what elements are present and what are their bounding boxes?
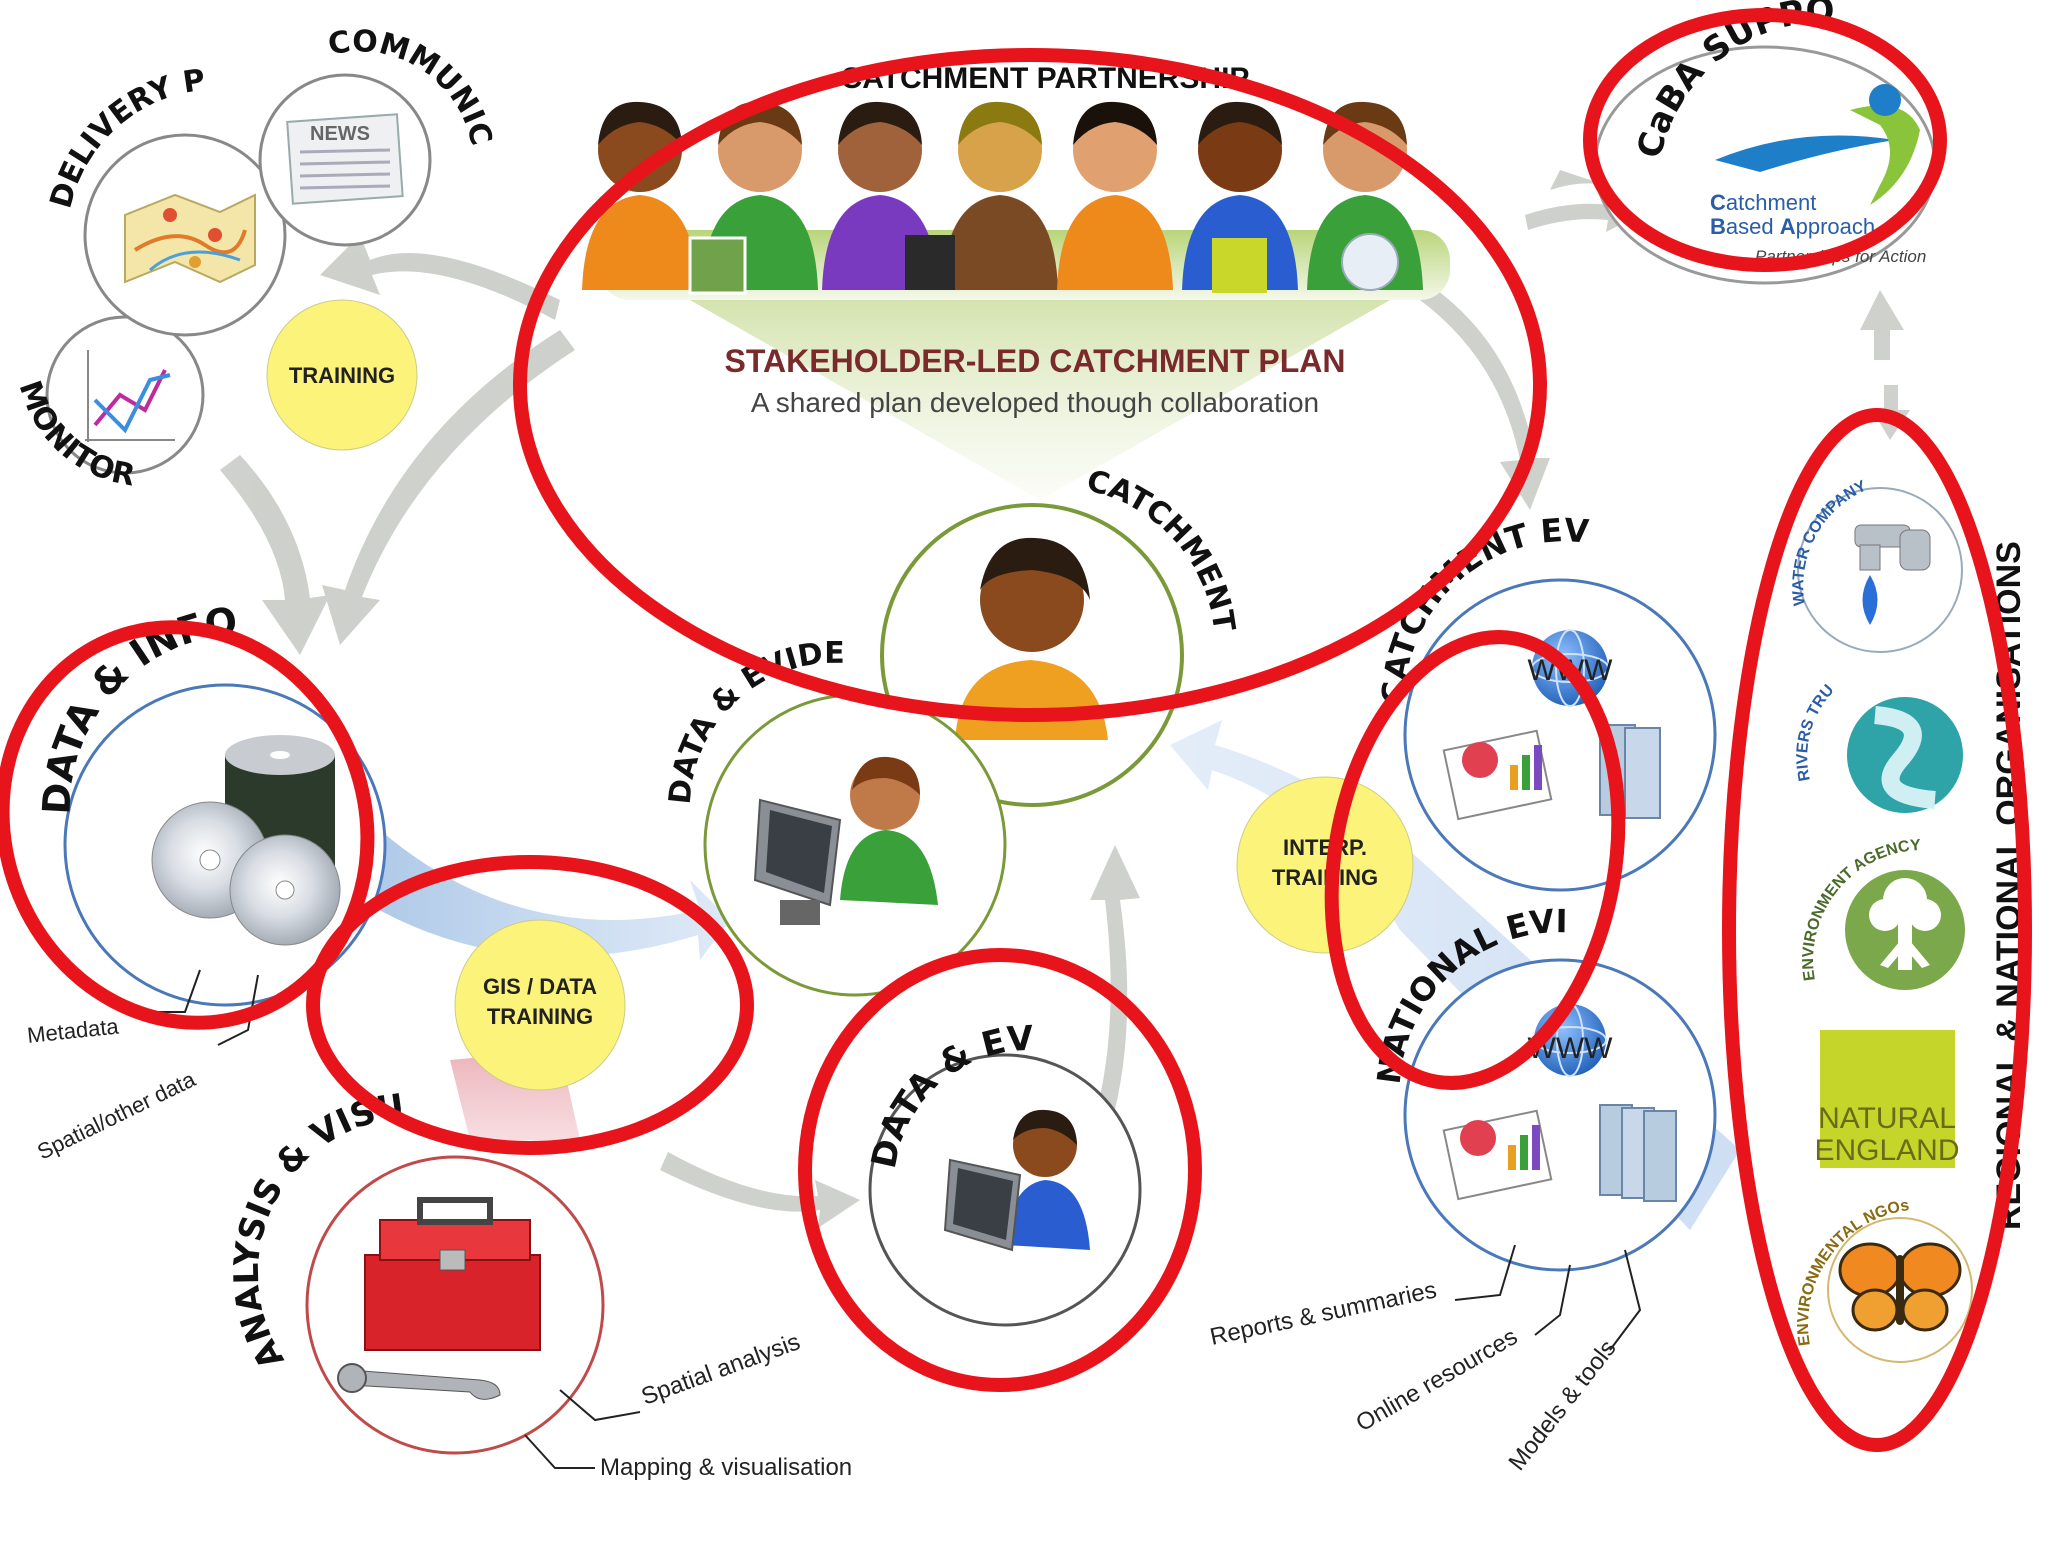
rivers-trust-node xyxy=(1847,697,1963,813)
gis-training-badge: GIS / DATA TRAINING xyxy=(454,919,626,1091)
computer-user-icon xyxy=(753,756,938,925)
svg-text:ENGLAND: ENGLAND xyxy=(1814,1134,1959,1167)
highlight-partnership xyxy=(513,48,1547,722)
globe-2-icon: WWW xyxy=(1528,1003,1613,1077)
data-flow-band xyxy=(370,830,730,960)
svg-text:NEWS: NEWS xyxy=(310,123,370,145)
environment-agency-node xyxy=(1845,870,1965,990)
svg-text:GIS / DATA: GIS / DATA xyxy=(483,974,597,999)
national-evidence-node: WWW xyxy=(1403,958,1717,1272)
line-chart-icon xyxy=(85,350,175,442)
map-icon xyxy=(124,193,256,284)
national-callouts xyxy=(1454,1244,1642,1351)
newspaper-icon: NEWS xyxy=(286,113,404,205)
svg-text:Based Approach: Based Approach xyxy=(1710,214,1875,239)
toolbox-icon xyxy=(337,1197,541,1400)
data-info-node xyxy=(63,683,387,1007)
analysis-node xyxy=(305,1155,605,1455)
training-badge: TRAINING xyxy=(266,299,418,451)
ea-badge-icon xyxy=(688,236,747,295)
communication-node: NEWS xyxy=(258,73,432,247)
svg-text:NATURAL: NATURAL xyxy=(1818,1102,1956,1135)
river-icon xyxy=(1874,706,1936,809)
data-evidence-node xyxy=(703,693,1007,997)
cd-stack-icon xyxy=(151,735,341,946)
highlight-organisations xyxy=(1722,408,2032,1452)
models-tools-callout: Models & tools xyxy=(1503,1335,1621,1476)
computer-user-2-icon xyxy=(943,1109,1090,1252)
spatial-analysis-callout: Spatial analysis xyxy=(638,1328,804,1410)
report-chart-icon xyxy=(1442,729,1553,821)
svg-text:Catchment: Catchment xyxy=(1710,190,1816,215)
wildlife-trust-badge-icon xyxy=(905,235,955,290)
binders-2-icon xyxy=(1599,1104,1677,1202)
highlight-caba xyxy=(1583,8,1947,272)
water-company-node xyxy=(1797,487,1963,653)
plan-title: STAKEHOLDER-LED CATCHMENT PLAN xyxy=(725,343,1346,379)
reports-callout: Reports & summaries xyxy=(1208,1276,1439,1350)
butterfly-icon xyxy=(1838,1242,1962,1332)
stakeholder-person-icon xyxy=(1057,101,1173,290)
red-highlights xyxy=(0,8,2032,1452)
data-ev-node xyxy=(868,1053,1142,1327)
delivery-node xyxy=(83,133,287,337)
spatial-data-callout: Spatial/other data xyxy=(33,1066,200,1164)
water-tap-badge-icon xyxy=(1341,233,1399,291)
online-resources-callout: Online resources xyxy=(1352,1323,1523,1437)
plan-subtitle: A shared plan developed though collabora… xyxy=(751,387,1319,418)
interp-training-badge: INTERP. TRAINING xyxy=(1236,776,1414,954)
stakeholder-person-icon xyxy=(942,101,1058,290)
report-chart-2-icon xyxy=(1442,1109,1553,1201)
svg-text:TRAINING: TRAINING xyxy=(289,363,395,388)
natural-england-badge-icon xyxy=(1212,238,1267,293)
plan-triangle xyxy=(690,300,1390,500)
caba-logo: Catchment Based Approach Partnerships fo… xyxy=(1593,45,1937,285)
highlight-gis xyxy=(306,855,754,1155)
highlight-evidence xyxy=(1324,630,1626,1090)
highlight-data-ev xyxy=(798,948,1202,1392)
monitor-node xyxy=(45,315,205,475)
highlight-data-info xyxy=(0,620,375,1030)
partner-badges xyxy=(688,233,1399,295)
stakeholder-person-icon xyxy=(582,101,698,290)
analysis-callouts xyxy=(524,1389,641,1469)
catchment-evidence-node: WWW xyxy=(1403,578,1717,892)
ngos-node xyxy=(1827,1217,1973,1363)
svg-text:INTERP.: INTERP. xyxy=(1283,835,1367,860)
svg-text:TRAINING: TRAINING xyxy=(487,1004,593,1029)
green-swoosh-icon xyxy=(1850,105,1920,205)
tree-person-icon xyxy=(1869,878,1941,970)
metadata-callout: Metadata xyxy=(26,1013,121,1048)
natural-england-logo: NATURAL ENGLAND xyxy=(1814,1030,1960,1168)
river-swoosh-icon xyxy=(1715,135,1895,172)
mapping-callout: Mapping & visualisation xyxy=(600,1454,852,1481)
tap-icon xyxy=(1854,524,1931,625)
